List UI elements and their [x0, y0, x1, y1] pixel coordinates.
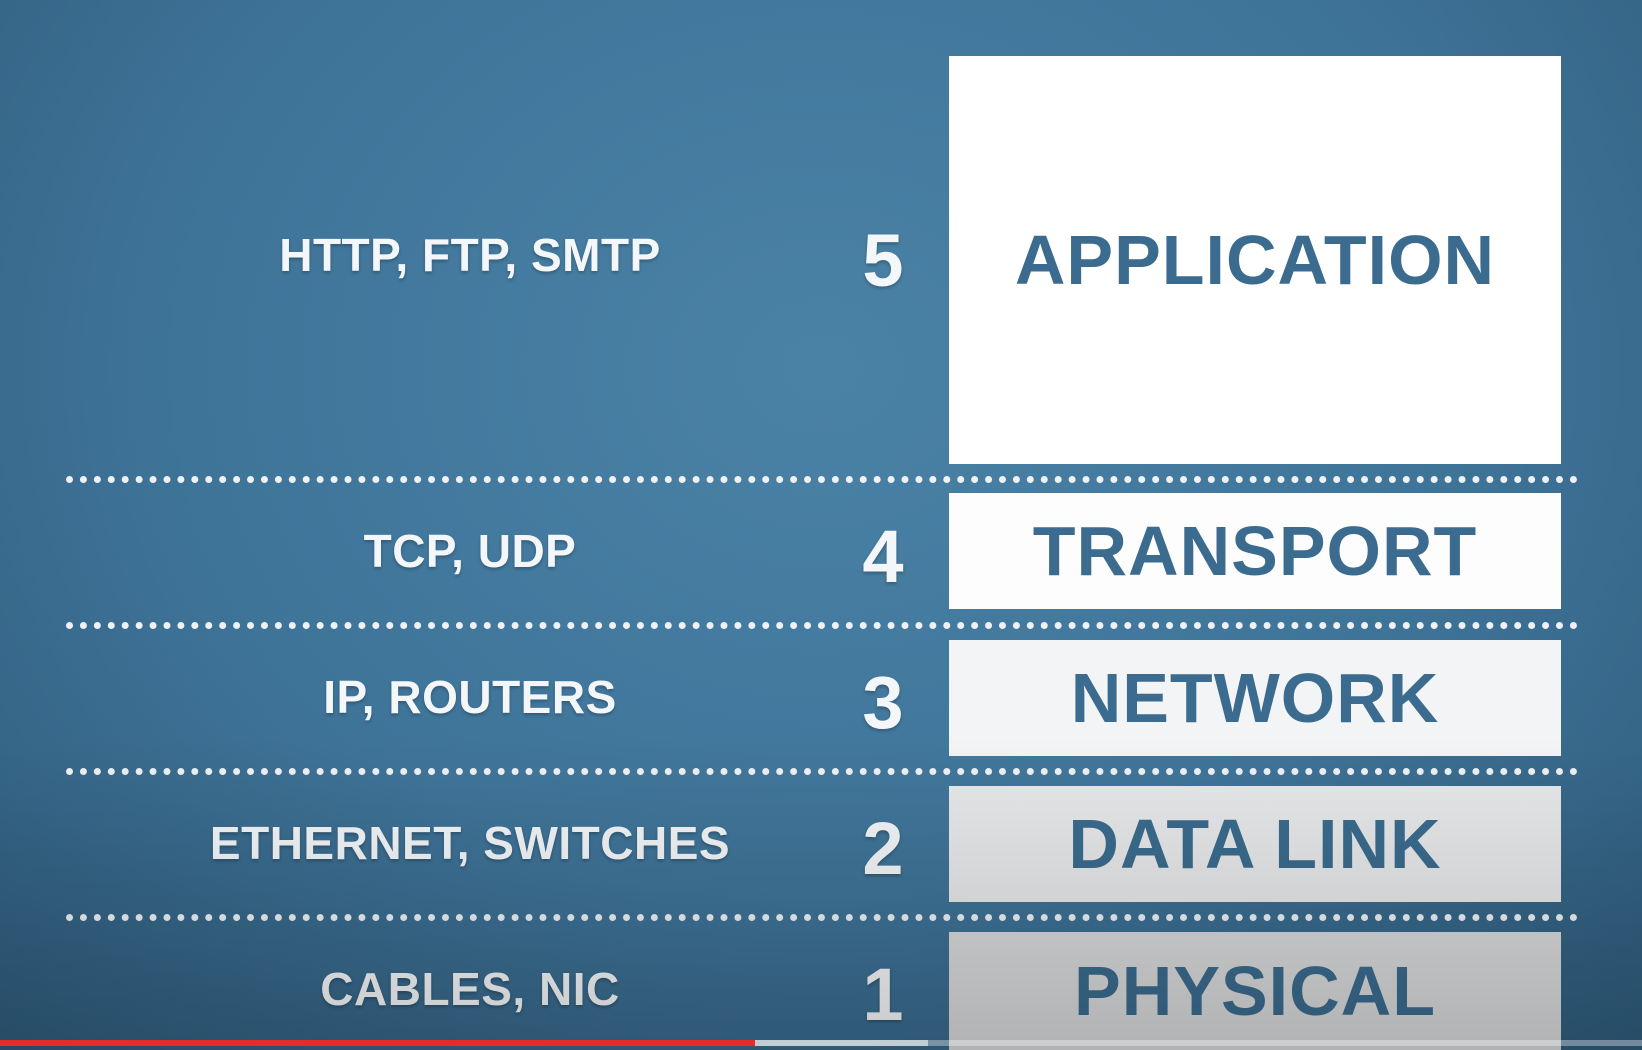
layer-4-name: TRANSPORT [1032, 512, 1478, 590]
layer-2-number: 2 [862, 807, 904, 890]
layer-4-number: 4 [862, 515, 904, 598]
layer-3-box: NETWORK [949, 640, 1561, 756]
video-progress-bar[interactable] [0, 1040, 1642, 1046]
divider-3-2 [66, 768, 1578, 775]
layer-3-name: NETWORK [1070, 659, 1440, 737]
layer-4-protocols: TCP, UDP [363, 525, 577, 577]
layer-3-protocols: IP, ROUTERS [323, 671, 617, 723]
divider-5-4 [66, 476, 1578, 483]
layer-2-name: DATA LINK [1068, 805, 1442, 883]
layer-2-protocols: ETHERNET, SWITCHES [209, 817, 731, 869]
layer-5-box: APPLICATION [949, 56, 1561, 464]
layer-4-box: TRANSPORT [949, 493, 1561, 609]
layer-1-box: PHYSICAL [949, 932, 1561, 1050]
layer-1-name: PHYSICAL [1074, 952, 1436, 1030]
layer-3-number: 3 [862, 661, 904, 744]
divider-2-1 [66, 914, 1578, 921]
divider-4-3 [66, 622, 1578, 629]
layer-1-number: 1 [862, 953, 904, 1036]
layer-5-number: 5 [862, 219, 904, 302]
layer-5-protocols: HTTP, FTP, SMTP [279, 229, 661, 281]
video-progress-played [0, 1040, 756, 1046]
layer-1-protocols: CABLES, NIC [320, 963, 620, 1015]
layer-5-name: APPLICATION [1014, 221, 1496, 299]
layer-2-box: DATA LINK [949, 786, 1561, 902]
